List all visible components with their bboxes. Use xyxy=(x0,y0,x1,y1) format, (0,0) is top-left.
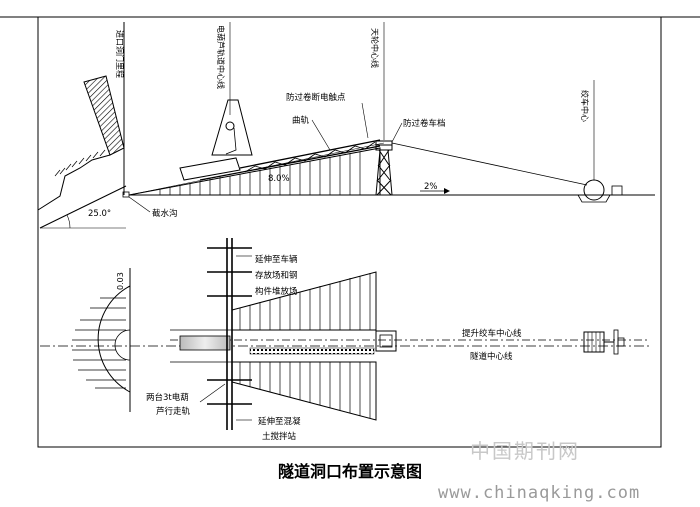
storage-label-line1: 延伸至车辆 xyxy=(255,254,298,265)
crane-gantry xyxy=(211,99,253,156)
plan-rail-strip xyxy=(249,347,375,355)
scale-mark-label: 0.03 xyxy=(116,272,125,290)
diagram-caption: 隧道洞口布置示意图 xyxy=(278,462,422,481)
watermark-cn: 中国期刊网 xyxy=(470,439,580,463)
drain-label: 截水沟 xyxy=(152,208,178,219)
plan-winch-motor xyxy=(613,329,619,355)
winch-center-label: 绞车中心 xyxy=(580,90,590,122)
mix-label-line2: 土搅拌站 xyxy=(262,431,297,442)
headframe-tower xyxy=(375,140,393,196)
hoist-rope xyxy=(391,142,588,186)
watermark-url: www.chinaqking.com xyxy=(438,483,640,503)
upper-fan-hatching xyxy=(239,273,371,330)
anti-break-contact-label: 防过卷断电触点 xyxy=(286,92,346,103)
tunnel-center-label: 隧道中心线 xyxy=(470,351,513,362)
excavation-slope xyxy=(39,185,127,229)
winch-base xyxy=(577,194,611,203)
hoist-rope-back xyxy=(128,142,385,196)
crane-rail-ties xyxy=(207,247,252,405)
plan-winch-end xyxy=(617,337,625,347)
skip-cart xyxy=(179,157,241,181)
plan-skip-cart xyxy=(179,335,231,351)
winch-motor xyxy=(611,185,623,196)
profile-view: 25.0° 进口洞门里程 截水沟 2% xyxy=(37,22,655,229)
crane-hook-icon xyxy=(225,121,235,131)
storage-label-line3: 构件堆放场 xyxy=(255,286,298,297)
crane-track-leader xyxy=(199,383,226,403)
plan-headframe xyxy=(375,330,397,352)
slope-percent-label: 8.0% xyxy=(268,174,290,184)
portal-opening xyxy=(114,329,131,361)
portal-plan-hatching xyxy=(72,297,126,389)
mix-label-line1: 延伸至混凝 xyxy=(258,416,301,427)
winch-drum-icon xyxy=(583,179,605,201)
curved-rail-label: 曲轨 xyxy=(292,115,310,126)
crane-track-label-line2: 芦行走轨 xyxy=(156,406,191,417)
drain-leader xyxy=(128,196,151,213)
portal-plan-arc xyxy=(97,285,131,393)
anti-overwind-stop-label: 防过卷车档 xyxy=(403,118,446,129)
plan-winch-ribs xyxy=(587,332,601,352)
hoist-winch-center-label: 提升绞车中心线 xyxy=(462,328,522,339)
slope-angle-label: 25.0° xyxy=(88,209,111,219)
embankment-hatching xyxy=(159,152,361,195)
plan-winch-drum xyxy=(583,331,605,353)
hillside-ground xyxy=(37,154,111,211)
lower-slope-fan xyxy=(231,361,377,421)
anti-break-contact-leader xyxy=(361,102,369,139)
lower-fan-hatching xyxy=(239,362,371,418)
grade-arrow-head xyxy=(444,188,450,194)
slope-angle-arc xyxy=(66,214,71,229)
grade-label: 2% xyxy=(424,182,438,192)
curved-rail-leader xyxy=(311,119,331,151)
hoist-center-label: 天轮中心线 xyxy=(370,28,380,68)
skip-cart-hook xyxy=(225,127,237,155)
crane-track-label-line1: 两台3t电葫 xyxy=(146,392,189,403)
plan-headframe-inner xyxy=(379,334,393,348)
crane-track-center-label: 电葫芦轨道中心线 xyxy=(216,25,226,89)
plan-view: 0.03 提升绞车中心线 隧道中心线 xyxy=(40,238,650,442)
upper-slope-fan xyxy=(231,271,377,331)
diagram-frame xyxy=(37,16,662,448)
hillside-hatching xyxy=(54,149,106,177)
rail-upper xyxy=(239,139,381,169)
anti-overwind-leader xyxy=(391,122,403,143)
inclined-embankment xyxy=(128,147,381,196)
portal-face xyxy=(83,75,125,156)
portal-face-label: 进口洞门里程 xyxy=(115,30,125,78)
rail-truss xyxy=(244,141,376,173)
storage-label-line2: 存放场和钢 xyxy=(255,270,298,281)
